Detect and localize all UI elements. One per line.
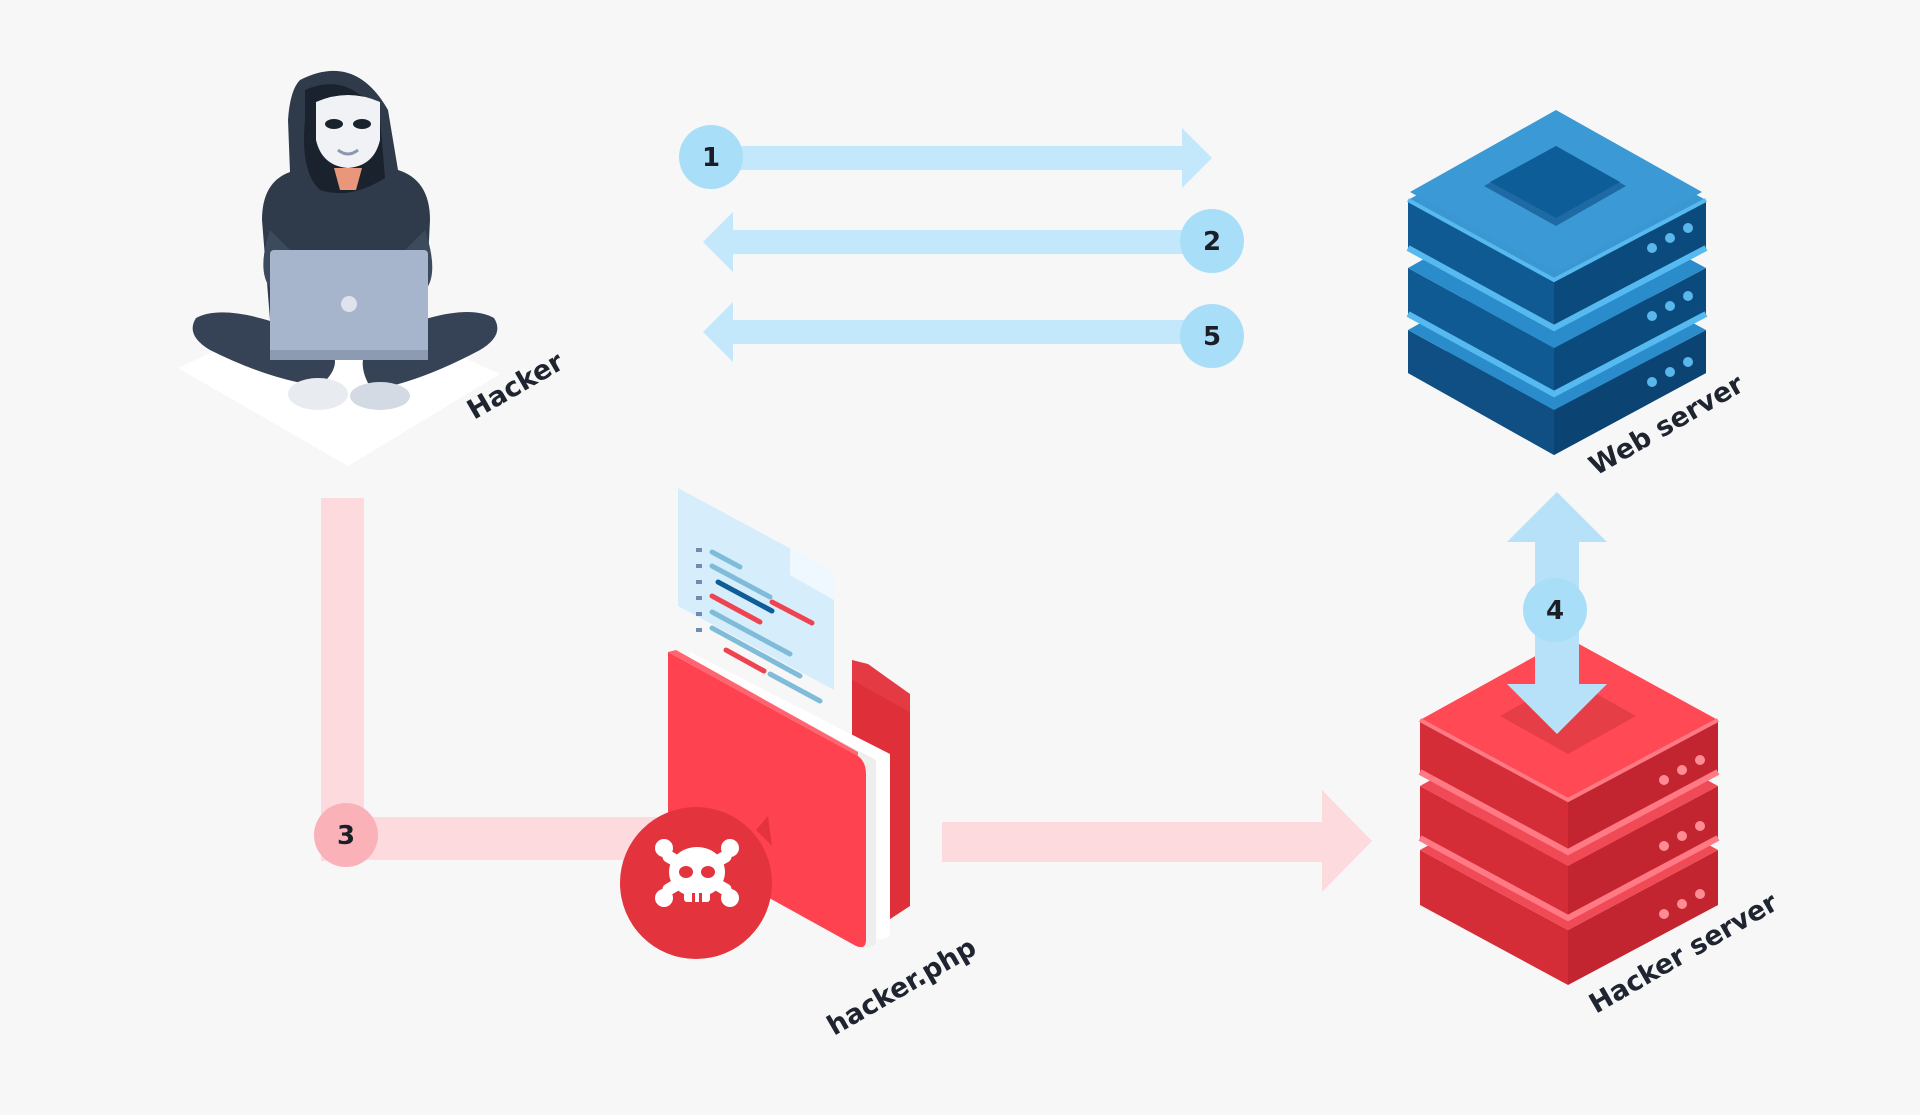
- step-number-4: 4: [1546, 596, 1564, 626]
- hacker-php-icon: [620, 488, 910, 959]
- arrow-step-1: [710, 128, 1212, 188]
- arrow-hacker-php-to-hacker-server: [942, 790, 1372, 892]
- arrow-step-2: [703, 212, 1190, 272]
- step-badge-2: 2: [1180, 209, 1244, 273]
- hacker-server-icon: [1418, 638, 1720, 985]
- step-badge-3: 3: [314, 803, 378, 867]
- step-badge-5: 5: [1180, 304, 1244, 368]
- step-number-1: 1: [702, 143, 720, 173]
- step-number-5: 5: [1203, 322, 1221, 352]
- step-number-2: 2: [1203, 227, 1221, 257]
- arrow-step-3: [321, 498, 661, 861]
- step-number-3: 3: [337, 821, 355, 851]
- arrow-step-5: [703, 302, 1190, 362]
- web-server-icon: [1406, 110, 1708, 455]
- step-badge-4: 4: [1523, 578, 1587, 642]
- hacker-php-label: hacker.php: [822, 932, 982, 1042]
- step-badge-1: 1: [679, 125, 743, 189]
- hacker-icon: [178, 70, 500, 466]
